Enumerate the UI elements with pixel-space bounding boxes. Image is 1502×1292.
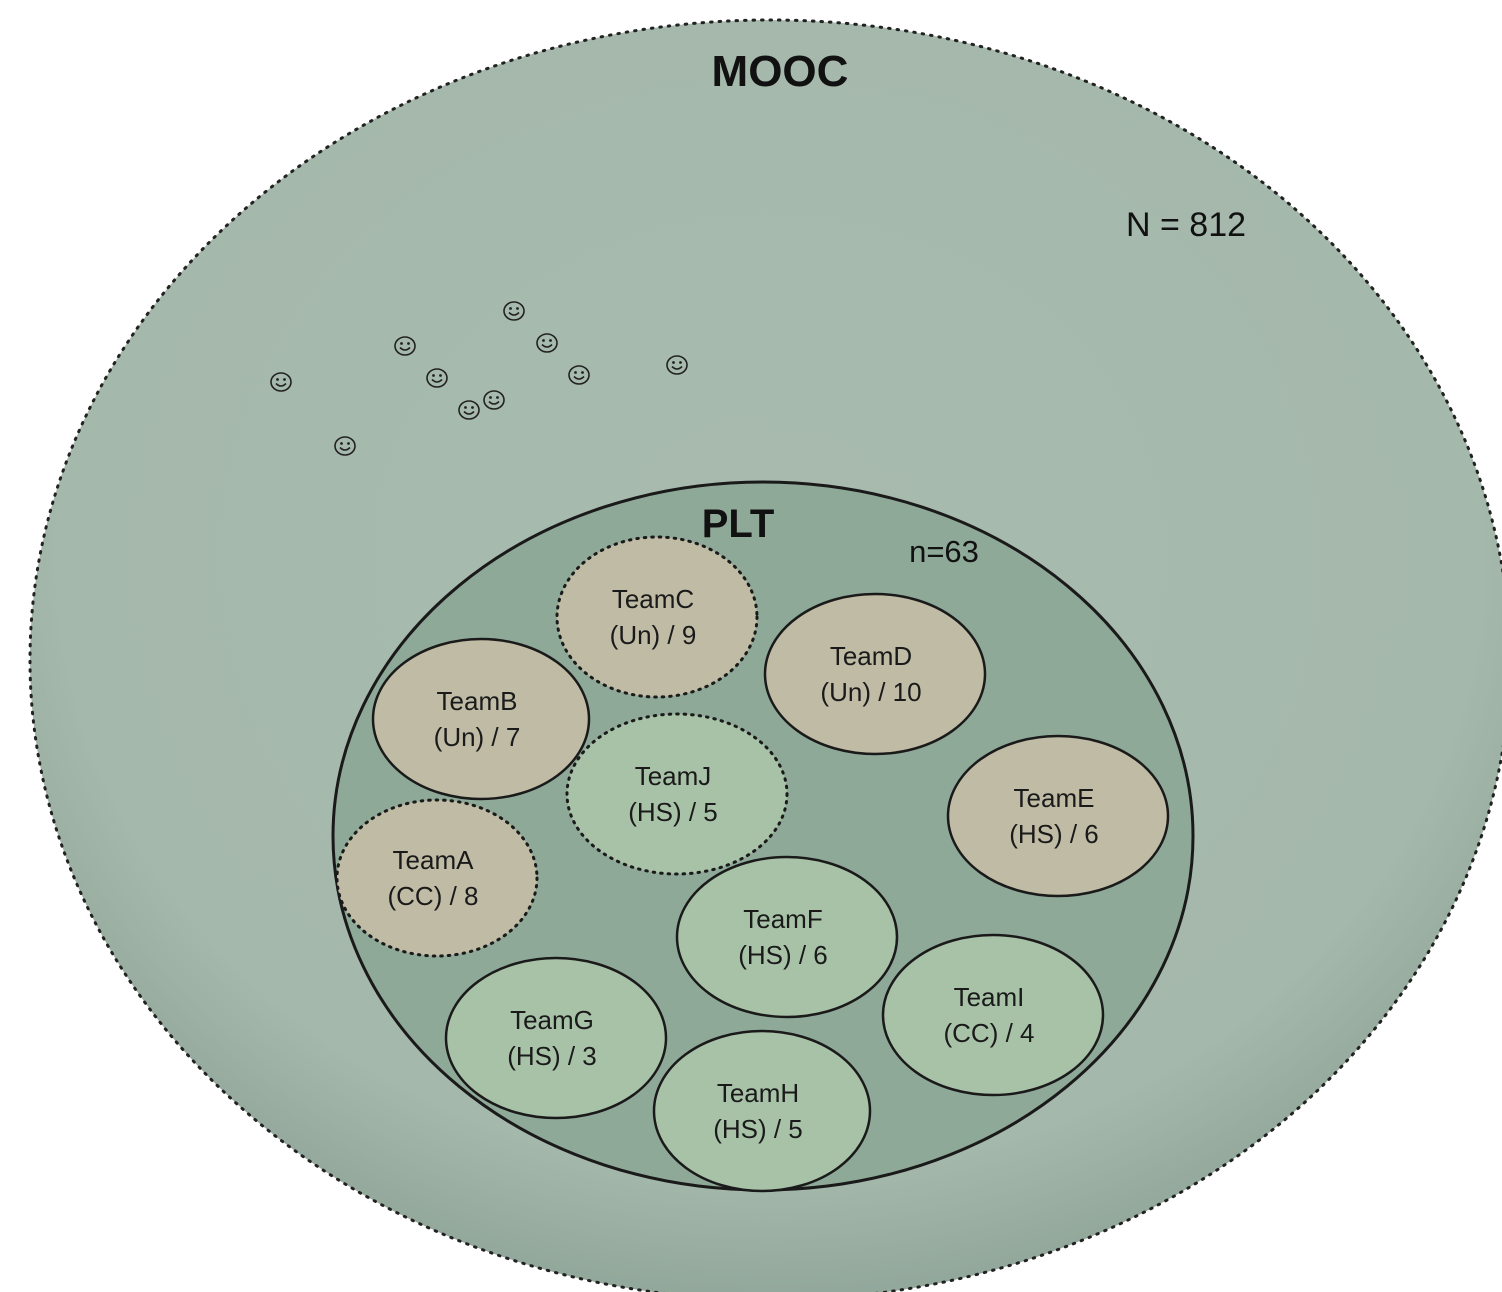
- team-name: TeamB: [437, 686, 518, 716]
- smiley-face-icon: [458, 400, 480, 420]
- team-ellipse: [335, 798, 539, 958]
- smiley-face-icon: [536, 333, 558, 353]
- team-ellipse: [444, 956, 668, 1120]
- team-name: TeamJ: [635, 761, 712, 791]
- mooc-count: N = 812: [1126, 206, 1246, 244]
- individual-learners: [270, 301, 688, 456]
- team-detail: (CC) / 8: [388, 881, 479, 911]
- team-detail: (Un) / 9: [610, 620, 697, 650]
- team-ellipse: [675, 855, 899, 1019]
- team-detail: (CC) / 4: [944, 1018, 1035, 1048]
- team-teamd: TeamD (Un) / 10: [763, 592, 987, 756]
- team-ellipse: [371, 637, 591, 801]
- team-teamg: TeamG (HS) / 3: [444, 956, 668, 1120]
- team-teamb: TeamB (Un) / 7: [371, 637, 591, 801]
- team-ellipse: [946, 734, 1170, 898]
- team-teamj: TeamJ (HS) / 5: [565, 712, 789, 876]
- team-name: TeamG: [510, 1005, 594, 1035]
- team-detail: (HS) / 6: [738, 940, 828, 970]
- smiley-face-icon: [503, 301, 525, 321]
- team-detail: (HS) / 6: [1009, 819, 1099, 849]
- team-name: TeamA: [393, 845, 475, 875]
- team-teamc: TeamC (Un) / 9: [555, 535, 759, 699]
- team-teama: TeamA (CC) / 8: [335, 798, 539, 958]
- team-name: TeamE: [1014, 783, 1095, 813]
- team-detail: (Un) / 7: [434, 722, 521, 752]
- team-teame: TeamE (HS) / 6: [946, 734, 1170, 898]
- team-name: TeamI: [954, 982, 1025, 1012]
- mooc-title: MOOC: [712, 47, 849, 96]
- team-ellipse: [652, 1029, 872, 1193]
- smiley-face-icon: [568, 365, 590, 385]
- team-name: TeamH: [717, 1078, 799, 1108]
- smiley-face-icon: [394, 336, 416, 356]
- team-detail: (HS) / 5: [713, 1114, 803, 1144]
- team-name: TeamD: [830, 641, 912, 671]
- plt-count: n=63: [909, 534, 979, 569]
- team-detail: (HS) / 3: [507, 1041, 597, 1071]
- smiley-face-icon: [483, 390, 505, 410]
- smiley-face-icon: [270, 372, 292, 392]
- team-teamf: TeamF (HS) / 6: [675, 855, 899, 1019]
- team-ellipse: [555, 535, 759, 699]
- team-teamh: TeamH (HS) / 5: [652, 1029, 872, 1193]
- team-ellipse: [881, 933, 1105, 1097]
- team-detail: (Un) / 10: [820, 677, 921, 707]
- team-name: TeamF: [743, 904, 822, 934]
- team-name: TeamC: [612, 584, 694, 614]
- team-ellipse: [763, 592, 987, 756]
- plt-title: PLT: [702, 502, 775, 546]
- smiley-face-icon: [666, 355, 688, 375]
- team-detail: (HS) / 5: [628, 797, 718, 827]
- smiley-face-icon: [334, 436, 356, 456]
- team-teami: TeamI (CC) / 4: [881, 933, 1105, 1097]
- team-ellipse: [565, 712, 789, 876]
- smiley-face-icon: [426, 368, 448, 388]
